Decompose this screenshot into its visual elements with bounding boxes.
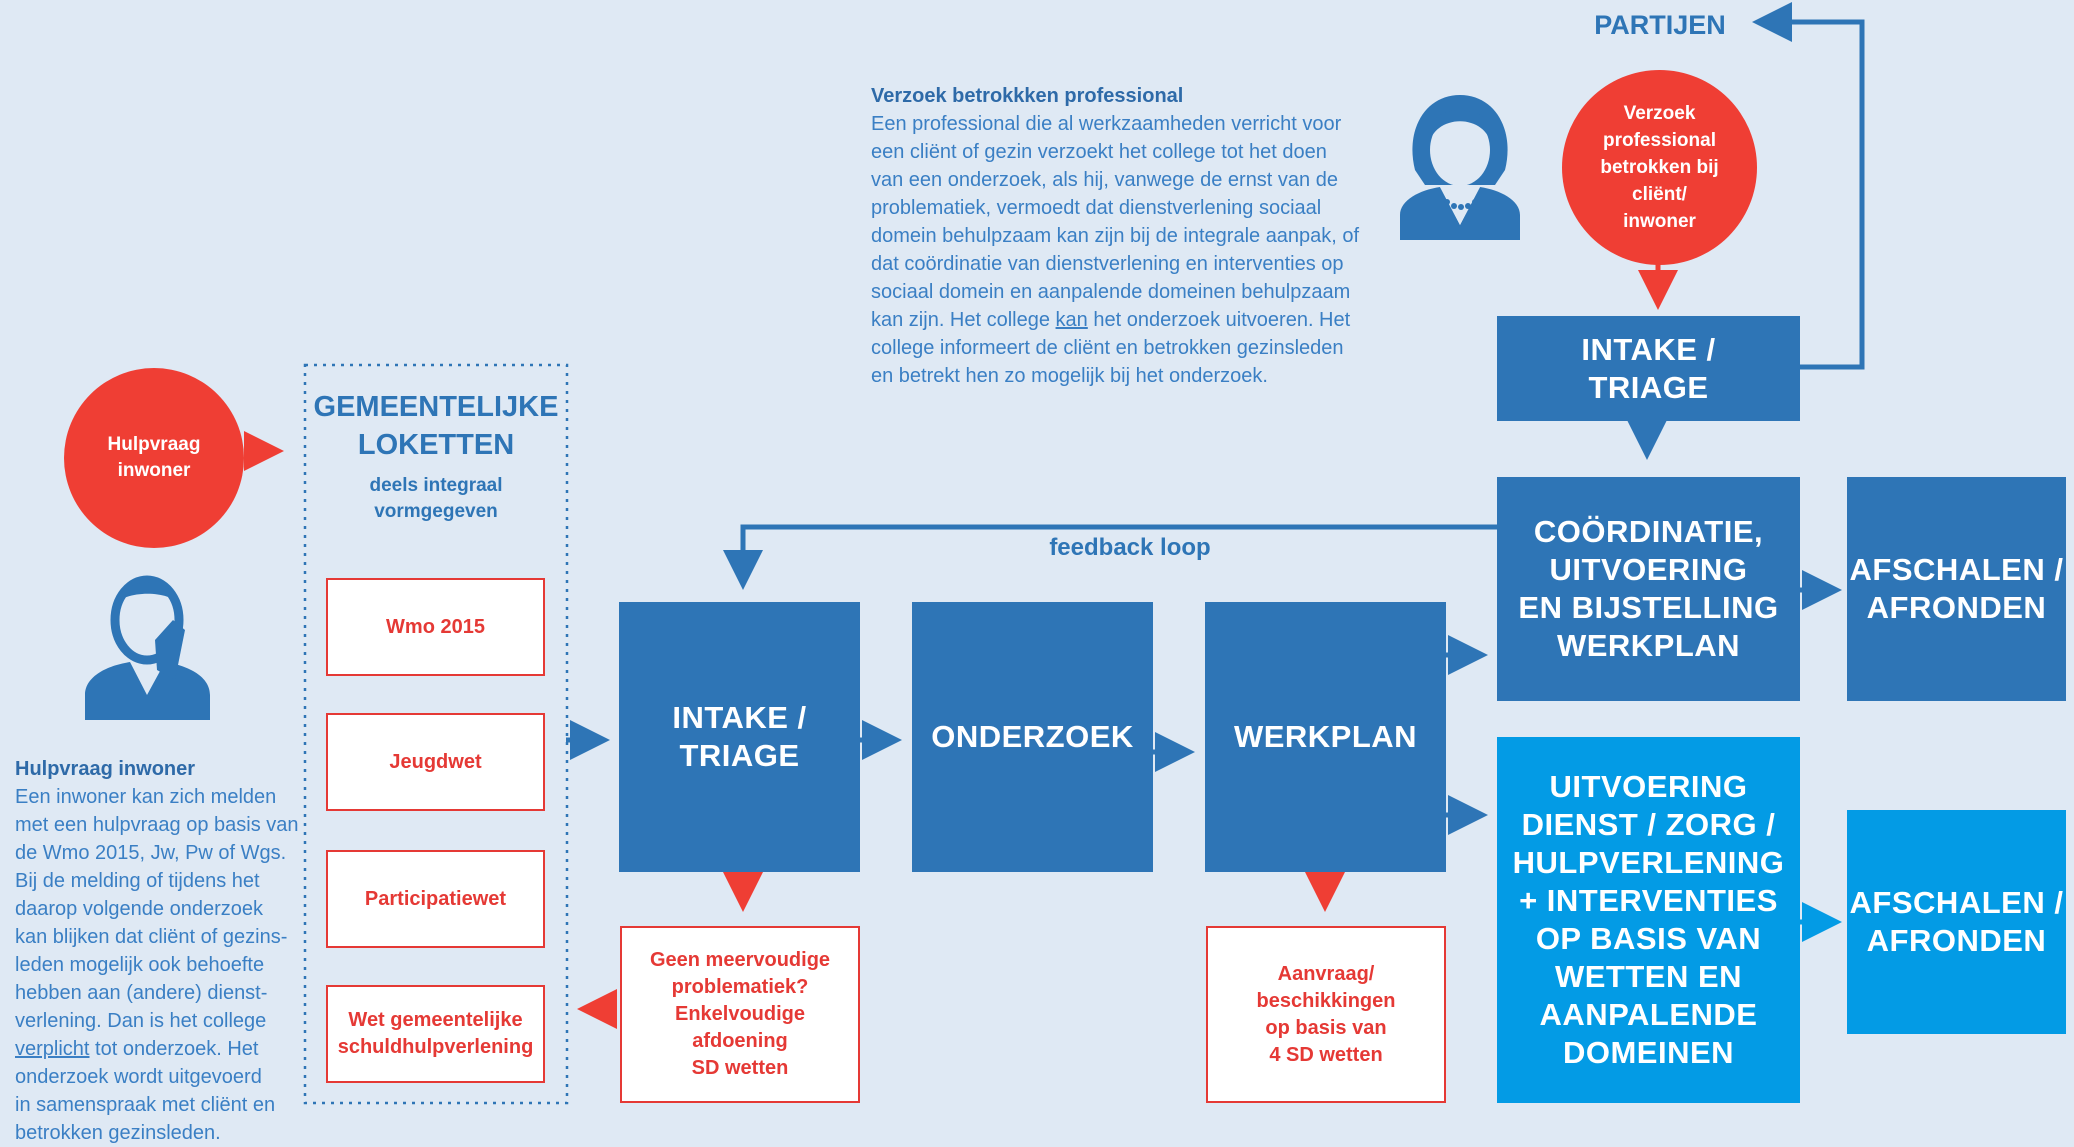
werkplan-box: WERKPLAN xyxy=(1205,602,1446,872)
hulpvraag-line: verplicht tot onderzoek. Het xyxy=(15,1038,259,1060)
loket-participatiewet: Participatiewet xyxy=(326,850,545,948)
hulpvraag-line: met een hulpvraag op basis van xyxy=(15,814,299,836)
hulpvraag-line: betrokken gezinsleden. xyxy=(15,1122,221,1144)
loket-jeugdwet: Jeugdwet xyxy=(326,713,545,811)
afschalen-afronden-box-1: AFSCHALEN /AFRONDEN xyxy=(1847,477,2066,701)
feedback-loop-arrow xyxy=(723,524,1497,590)
loket-wmo: Wmo 2015 xyxy=(326,578,545,676)
hulpvraag-line: hebben aan (andere) dienst- xyxy=(15,982,268,1004)
feedback-loop-label: feedback loop xyxy=(1049,534,1211,561)
hulpvraag-line: daarop volgende onderzoek xyxy=(15,898,263,920)
onderzoek-box: ONDERZOEK xyxy=(912,602,1153,872)
hulpvraag-line: leden mogelijk ook behoefte xyxy=(15,954,265,976)
professional-line: Een professional die al werkzaamheden ve… xyxy=(871,113,1342,135)
professional-line: dat coördinatie van dienstverlening en i… xyxy=(871,253,1344,275)
loketten-frame xyxy=(303,363,569,1105)
professional-line: college informeert de cliënt en betrokke… xyxy=(871,337,1344,359)
professional-line: sociaal domein en aanpalende domeinen be… xyxy=(871,281,1351,303)
hulpvraag-line: in samenspraak met cliënt en xyxy=(15,1094,276,1116)
professional-line: domein behulpzaam kan zijn bij de integr… xyxy=(871,225,1360,247)
professional-text: Verzoek betrokkken professional Een prof… xyxy=(871,82,1391,390)
hulpvraag-line: onderzoek wordt uitgevoerd xyxy=(15,1066,262,1088)
professional-line: problematiek, vermoedt dat dienstverleni… xyxy=(871,197,1322,219)
hulpvraag-heading: Hulpvraag inwoner xyxy=(15,758,196,780)
hulpvraag-line: verlening. Dan is het college xyxy=(15,1010,267,1032)
hulpvraag-line: de Wmo 2015, Jw, Pw of Wgs. xyxy=(15,842,287,864)
woman-professional-icon xyxy=(1400,95,1520,240)
hulpvraag-line: kan blijken dat cliënt of gezins- xyxy=(15,926,288,948)
hulpvraag-line: Bij de melding of tijdens het xyxy=(15,870,260,892)
worried-person-icon xyxy=(85,575,210,720)
verzoek-professional-circle: Verzoek professional betrokken bij cliën… xyxy=(1562,70,1757,265)
intake-triage-box: INTAKE /TRIAGE xyxy=(619,602,860,872)
professional-heading: Verzoek betrokkken professional xyxy=(871,85,1184,107)
professional-line: van een onderzoek, als hij, vanwege de e… xyxy=(871,169,1338,191)
arrow-to-partijen xyxy=(1752,2,1865,370)
professional-line: en betrekt hen zo mogelijk bij het onder… xyxy=(871,365,1268,387)
hulpvraag-line: Een inwoner kan zich melden xyxy=(15,786,277,808)
hulpvraag-text: Hulpvraag inwoner Een inwoner kan zich m… xyxy=(15,755,305,1147)
professional-line: kan zijn. Het college kan het onderzoek … xyxy=(871,309,1351,331)
partijen-title: PARTIJEN xyxy=(1594,10,1726,40)
intake-triage-top-box: INTAKE /TRIAGE xyxy=(1497,316,1800,421)
afschalen-afronden-box-2: AFSCHALEN /AFRONDEN xyxy=(1847,810,2066,1034)
professional-line: een cliënt of gezin verzoekt het college… xyxy=(871,141,1327,163)
